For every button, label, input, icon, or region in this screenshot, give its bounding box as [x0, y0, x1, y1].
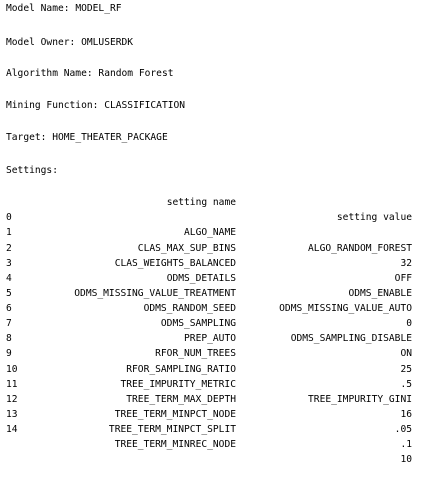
row-index: 0 — [6, 212, 12, 224]
algorithm-name-label: Algorithm Name: — [6, 68, 99, 79]
setting-name-cell: RFOR_SAMPLING_RATIO — [126, 363, 236, 375]
table-row: 2 CLAS_WEIGHTS_BALANCED OFF — [0, 225, 422, 284]
setting-value-cell: ODMS_MISSING_VALUE_AUTO — [279, 303, 412, 315]
setting-value-cell: 16 — [400, 408, 412, 420]
table-row: 8 RFOR_NUM_TREES 25 — [0, 316, 422, 374]
row-index: 3 — [6, 257, 12, 269]
table-row: 1 CLAS_MAX_SUP_BINS 32 — [0, 210, 422, 268]
setting-name-cell: ODMS_MISSING_VALUE_TREATMENT — [74, 287, 236, 299]
table-row: 0 ALGO_NAME ALGO_RANDOM_FOREST — [0, 195, 422, 253]
setting-name-cell: CLAS_WEIGHTS_BALANCED — [114, 257, 236, 269]
algorithm-name-value: Random Forest — [98, 68, 174, 79]
row-index: 1 — [6, 227, 12, 239]
setting-name-cell: RFOR_NUM_TREES — [155, 348, 236, 360]
table-row: 5 ODMS_RANDOM_SEED 0 — [0, 271, 422, 329]
setting-name-cell: PREP_AUTO — [184, 333, 236, 345]
setting-value-cell: 10 — [400, 454, 412, 466]
mining-function-line: Mining Function: CLASSIFICATION — [6, 100, 185, 112]
table-row: 11 TREE_TERM_MAX_DEPTH 16 — [0, 362, 422, 420]
setting-value-cell: .1 — [400, 439, 412, 451]
settings-heading: Settings: — [6, 165, 58, 176]
row-index: 2 — [6, 242, 12, 254]
row-index: 6 — [6, 303, 12, 315]
setting-name-cell: TREE_IMPURITY_METRIC — [120, 378, 236, 390]
table-row: 12 TREE_TERM_MINPCT_NODE .05 — [0, 377, 422, 435]
model-owner-line: Model Owner: OMLUSERDK — [6, 37, 133, 49]
row-index: 4 — [6, 272, 12, 284]
row-index: 11 — [6, 378, 18, 390]
table-row: 13 TREE_TERM_MINPCT_SPLIT .1 — [0, 392, 422, 450]
setting-name-cell: TREE_TERM_MAX_DEPTH — [126, 393, 236, 405]
settings-table-header: setting name setting value — [0, 180, 422, 223]
setting-value-cell: ALGO_RANDOM_FOREST — [308, 242, 412, 254]
setting-name-cell: TREE_TERM_MINREC_NODE — [114, 439, 236, 451]
table-row: 6 ODMS_SAMPLING ODMS_SAMPLING_DISABLE — [0, 286, 422, 344]
model-owner-value: OMLUSERDK — [81, 37, 134, 48]
algorithm-name-line: Algorithm Name: Random Forest — [6, 68, 174, 80]
setting-name-cell: ODMS_DETAILS — [166, 272, 236, 284]
row-index: 9 — [6, 348, 12, 360]
table-row: 14 TREE_TERM_MINREC_NODE 10 — [0, 407, 422, 465]
mining-function-value: CLASSIFICATION — [104, 100, 186, 111]
row-index: 14 — [6, 424, 18, 436]
setting-value-cell: ON — [400, 348, 412, 360]
setting-name-cell: ODMS_RANDOM_SEED — [143, 303, 236, 315]
table-row: 10 TREE_IMPURITY_METRIC TREE_IMPURITY_GI… — [0, 346, 422, 405]
model-name-value: MODEL_RF — [75, 3, 122, 14]
mining-function-label: Mining Function: — [6, 100, 105, 111]
row-index: 12 — [6, 393, 18, 405]
setting-value-cell: ODMS_SAMPLING_DISABLE — [290, 333, 412, 345]
row-index: 5 — [6, 287, 12, 299]
row-index: 13 — [6, 408, 18, 420]
row-index: 7 — [6, 318, 12, 330]
table-row: 7 PREP_AUTO ON — [0, 301, 422, 359]
setting-name-cell: TREE_TERM_MINPCT_NODE — [114, 408, 236, 420]
row-index: 8 — [6, 333, 12, 345]
settings-table: setting name setting value 0 ALGO_NAME A… — [0, 180, 422, 465]
column-header-setting-name: setting name — [166, 197, 236, 209]
table-row: 9 RFOR_SAMPLING_RATIO .5 — [0, 331, 422, 389]
model-name-label: Model Name: — [6, 3, 76, 14]
setting-name-cell: CLAS_MAX_SUP_BINS — [137, 242, 236, 254]
setting-value-cell: .05 — [394, 424, 412, 436]
table-row: 3 ODMS_DETAILS ODMS_ENABLE — [0, 241, 422, 299]
model-name-line: Model Name: MODEL_RF — [6, 3, 122, 15]
setting-value-cell: 0 — [406, 318, 412, 330]
model-owner-label: Model Owner: — [6, 37, 82, 48]
setting-name-cell: ODMS_SAMPLING — [160, 318, 236, 330]
setting-value-cell: ODMS_ENABLE — [348, 287, 412, 299]
setting-value-cell: TREE_IMPURITY_GINI — [308, 393, 412, 405]
setting-value-cell: .5 — [400, 378, 412, 390]
setting-value-cell: 25 — [400, 363, 412, 375]
column-header-setting-value: setting value — [336, 212, 412, 224]
setting-name-cell: ALGO_NAME — [184, 227, 236, 239]
setting-name-cell: TREE_TERM_MINPCT_SPLIT — [108, 424, 236, 436]
setting-value-cell: 32 — [400, 257, 412, 269]
target-label: Target: — [6, 132, 53, 143]
table-row: 4 ODMS_MISSING_VALUE_TREATMENT ODMS_MISS… — [0, 256, 422, 314]
target-line: Target: HOME_THEATER_PACKAGE — [6, 132, 168, 144]
row-index: 10 — [6, 363, 18, 375]
setting-value-cell: OFF — [394, 272, 412, 284]
target-value: HOME_THEATER_PACKAGE — [52, 132, 168, 143]
